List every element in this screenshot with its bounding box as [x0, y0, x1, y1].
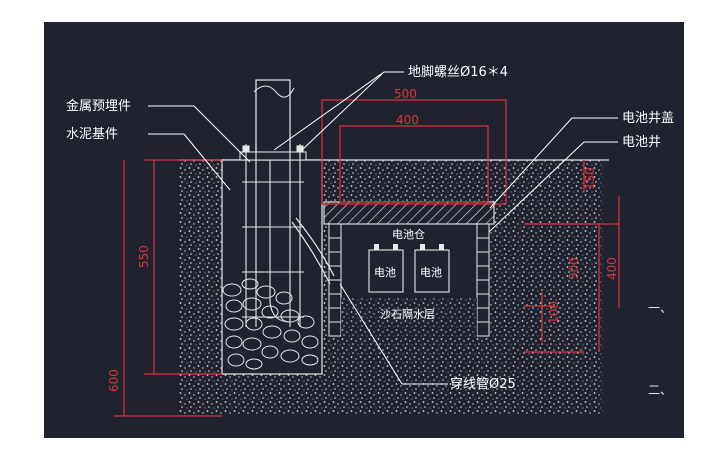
battery-left-label: 电池 — [374, 266, 396, 279]
base-plate — [239, 151, 307, 161]
battery-right-terminal-a — [420, 244, 425, 250]
metal-embed-label: 金属预埋件 — [66, 98, 131, 114]
anchor-bolt-label: 地脚螺丝Ø16＊4 — [408, 64, 508, 80]
battery-well-cover — [323, 201, 495, 225]
dim-600: 600 — [107, 369, 121, 392]
battery-well-cover-label: 电池井盖 — [622, 111, 674, 126]
battery-right — [414, 249, 450, 293]
cable-conduit — [291, 221, 331, 285]
dimension-lines — [114, 99, 620, 417]
edge-label-2: 二、 — [648, 383, 672, 397]
conduit-label: 穿线管Ø25 — [450, 376, 516, 392]
gravel-layer-label: 沙石隔水层 — [380, 308, 435, 321]
pole — [255, 79, 291, 161]
dim-550: 550 — [137, 245, 151, 268]
pole-break — [253, 85, 295, 98]
leader-lines — [148, 71, 618, 385]
anchor-bolts — [242, 144, 304, 327]
battery-left-terminal-a — [374, 244, 379, 250]
battery-right-label: 电池 — [420, 266, 442, 279]
dim-150: 150 — [583, 167, 597, 190]
dim-100: 100 — [547, 301, 561, 324]
battery-left — [368, 249, 404, 293]
battery-left-terminal-b — [393, 244, 398, 250]
dim-400-right: 400 — [605, 257, 619, 280]
cable-conduit-2 — [295, 217, 335, 277]
foundation-diagram: 地脚螺丝Ø16＊4 金属预埋件 水泥基件 电池井盖 电池井 电池仓 电池 电池 … — [66, 64, 674, 417]
battery-well-label: 电池井 — [622, 135, 661, 150]
edge-label-1: 一、 — [648, 301, 672, 315]
concrete-base-label: 水泥基件 — [66, 127, 118, 142]
pole-cable — [269, 160, 291, 323]
brick-walls — [328, 223, 490, 337]
gravel-layer-area — [341, 298, 477, 338]
cad-drawing-canvas: 地脚螺丝Ø16＊4 金属预埋件 水泥基件 电池井盖 电池井 电池仓 电池 电池 … — [44, 22, 684, 438]
dim-300: 300 — [567, 257, 581, 280]
dim-400-top: 400 — [396, 113, 419, 127]
concrete-foundation — [221, 159, 323, 375]
dim-500: 500 — [394, 87, 417, 101]
battery-right-terminal-b — [439, 244, 444, 250]
battery-box-label: 电池仓 — [392, 227, 425, 241]
